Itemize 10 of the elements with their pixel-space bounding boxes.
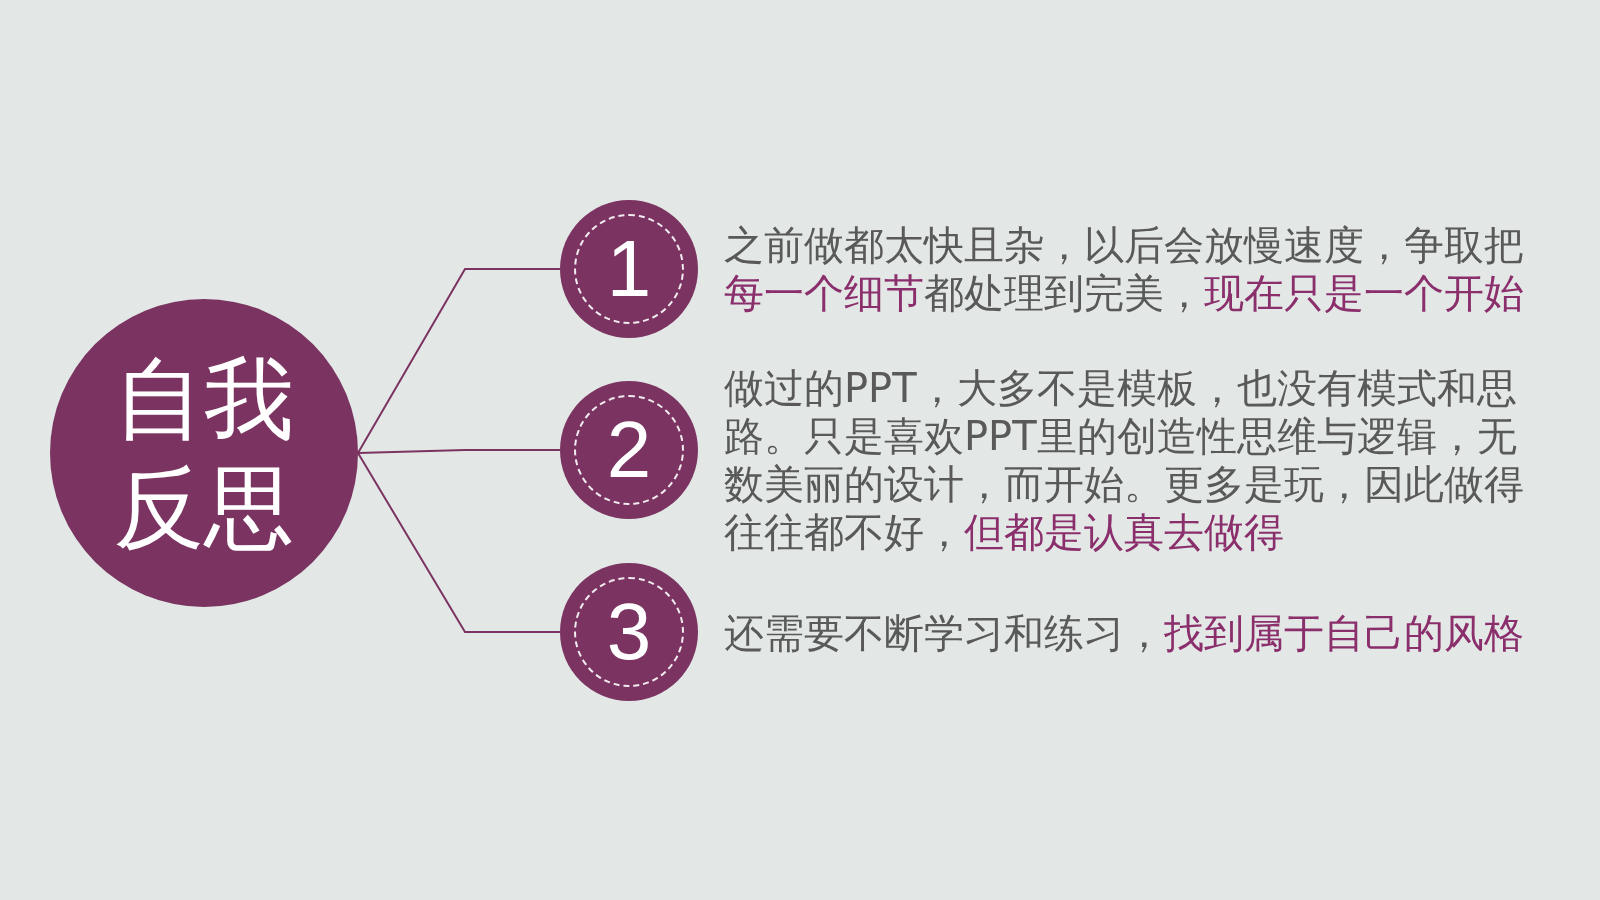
- topic-title: 自我反思: [113, 345, 295, 562]
- step-number: 2: [605, 410, 653, 490]
- connector-line: [357, 452, 561, 633]
- description-text: 之前做都太快且杂，以后会放慢速度，争取把每一个细节都处理到完美，现在只是一个开始: [724, 221, 1525, 317]
- connector-line: [357, 268, 561, 454]
- connector-line: [357, 449, 561, 454]
- description-text: 做过的PPT，大多不是模板，也没有模式和思路。只是喜欢PPT里的创造性思维与逻辑，无数美丽的设计，而开始。更多是玩，因此做得往往都不好，但都是认真去做得: [724, 364, 1525, 556]
- step-number: 3: [605, 592, 653, 672]
- description-text: 还需要不断学习和练习，找到属于自己的风格: [724, 609, 1525, 657]
- step-number: 1: [605, 229, 653, 309]
